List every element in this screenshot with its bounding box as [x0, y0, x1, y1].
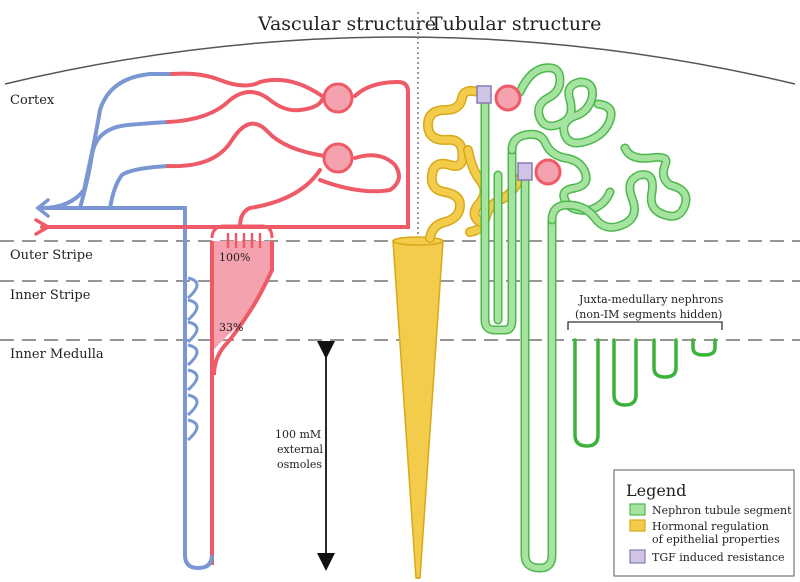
juxta-label-line-1: Juxta-medullary nephrons [578, 293, 724, 306]
gradient-label-line-1: 100 mM [275, 428, 321, 441]
artery-inflow-arrow [34, 218, 52, 236]
vasa-recta-bundle [210, 241, 272, 352]
legend-item-hormonal-line-2: of epithelial properties [652, 533, 780, 546]
region-label-cortex: Cortex [10, 93, 55, 108]
vein-outflow-arrow [35, 198, 50, 218]
glomerulus-tubular-1 [494, 84, 522, 112]
vasa-recta-boundary [212, 241, 274, 376]
legend-swatch-tgf [629, 549, 646, 564]
main-vein [38, 206, 187, 557]
legend-title: Legend [626, 481, 686, 500]
proximal-straight-tubules [480, 95, 557, 573]
artery-branch-3 [166, 121, 327, 169]
tgf-resistance-marker-1 [476, 85, 492, 104]
glomerulus-vascular-2 [322, 142, 354, 174]
vein-branch-1 [40, 72, 174, 210]
region-label-inner-medulla: Inner Medulla [10, 347, 104, 362]
collecting-duct-top [392, 236, 444, 246]
distal-tubules [423, 85, 525, 243]
legend: Legend Nephron tubule segment Hormonal r… [613, 469, 795, 577]
legend-swatch-tubule [629, 503, 646, 516]
legend-swatch-hormonal [629, 519, 646, 532]
glomerulus-vascular-1 [322, 82, 354, 114]
legend-item-tgf: TGF induced resistance [652, 551, 785, 564]
vein-branch-2 [78, 120, 170, 210]
vein-branch-3 [108, 164, 170, 210]
region-label-inner-stripe: Inner Stripe [10, 288, 91, 303]
juxta-label-line-2: (non-IM segments hidden) [575, 308, 722, 321]
glomerulus-tubular-2 [534, 158, 562, 186]
region-label-outer-stripe: Outer Stripe [10, 248, 93, 263]
legend-item-tubule: Nephron tubule segment [652, 504, 792, 517]
artery-branch-1 [170, 71, 324, 98]
vascular-structure: 100% 33% [34, 71, 410, 571]
bottom-loop [183, 554, 214, 571]
vasa-recta-cap [210, 224, 274, 239]
tgf-resistance-marker-2 [517, 162, 533, 181]
vascular-title: Vascular structure [257, 13, 436, 35]
artery-branch-4 [318, 153, 401, 194]
main-artery [40, 79, 410, 229]
proximal-convoluted-tubules [507, 63, 691, 232]
artery-descending [238, 168, 322, 229]
cortical-veins [38, 72, 187, 557]
capillary-loops [186, 276, 199, 442]
vasa-recta-stubs [226, 233, 262, 248]
percent-label-33: 33% [219, 321, 243, 334]
percent-label-100: 100% [219, 251, 250, 264]
cortical-arteries [40, 71, 410, 229]
gradient-label-line-2: external [277, 443, 324, 456]
collecting-duct [392, 240, 444, 579]
juxta-bracket [567, 321, 723, 330]
tubular-title: Tubular structure [430, 13, 601, 35]
artery-branch-2 [166, 90, 324, 124]
tubular-structure: Juxta-medullary nephrons (non-IM segment… [392, 63, 724, 579]
legend-item-hormonal-line-1: Hormonal regulation [652, 520, 769, 533]
juxta-medullary-nephrons [573, 338, 717, 448]
kidney-capsule-outline [4, 36, 796, 85]
gradient-label-line-3: osmoles [277, 458, 322, 471]
